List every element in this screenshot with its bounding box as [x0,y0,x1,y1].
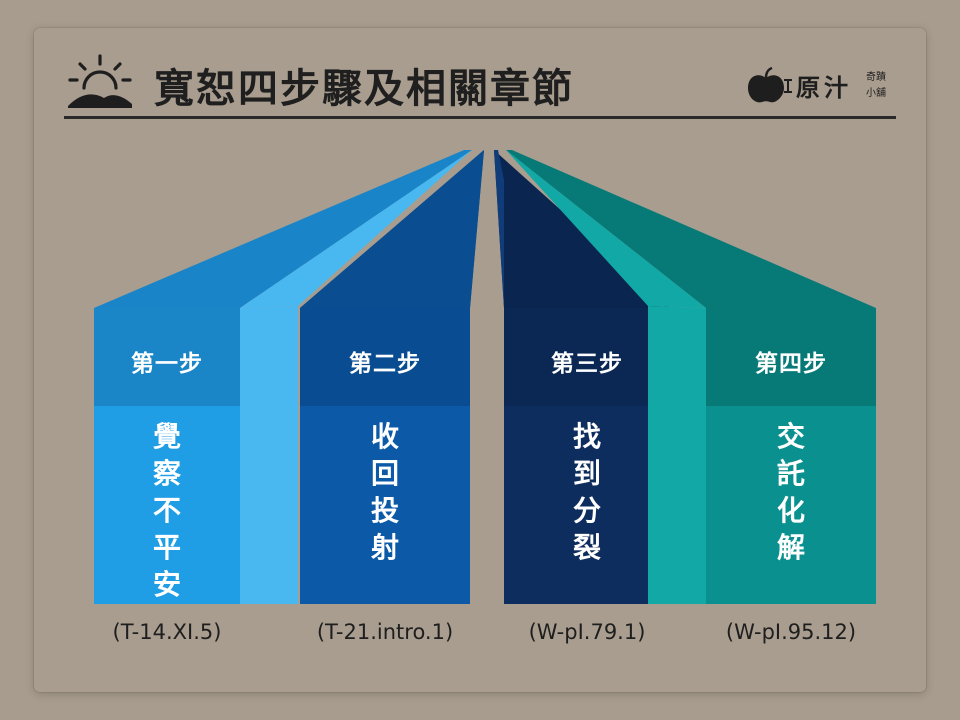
step-1-reference: (T-14.XI.5) [112,620,222,644]
step-3-body-panel [504,406,670,604]
step-4-head-band [706,308,876,406]
title-rule [64,116,896,119]
step-4-reference: (W-pI.95.12) [725,620,857,644]
step-2-side-top [300,150,484,308]
step-3-description: 找到分裂 [572,420,601,564]
step-1-side-top [240,150,472,308]
page-title: 寬恕四步驟及相關章節 [154,66,574,112]
step-1-roof [94,150,472,308]
step-4-roof [506,150,876,308]
step-2-body-panel [300,406,470,604]
step-3-title: 第三步 [551,351,623,377]
brand-logo: 原汁 奇蹟 小舖 [744,66,894,106]
header: 寬恕四步驟及相關章節 原汁 奇蹟 小舖 [64,44,896,120]
step-2-head-band [300,308,470,406]
step-1-head-band [94,308,240,406]
step-3-head-band [504,308,670,406]
step-3-side-top [494,150,504,308]
step-4-side-top [506,150,706,308]
step-1-body-panel [94,406,240,604]
brand-name: 原汁 [796,73,852,102]
apple-icon [748,66,792,103]
brand-sub-2: 小舖 [866,88,886,99]
step-3-reference: (W-pI.79.1) [528,620,646,644]
step-4-body-panel [706,406,876,604]
brand-sub-1: 奇蹟 [866,72,886,83]
sunrise-icon [68,54,132,108]
step-4-side [648,306,706,604]
step-4-description: 交託化解 [776,420,805,564]
step-1-description: 覺察不平安 [152,420,181,601]
step-2-reference: (T-21.intro.1) [316,620,454,644]
step-1-side [240,306,298,604]
step-4-title: 第四步 [755,351,827,377]
step-2-description: 收回投射 [370,420,399,564]
step-2-title: 第二步 [349,351,421,377]
step-1-title: 第一步 [131,351,203,377]
